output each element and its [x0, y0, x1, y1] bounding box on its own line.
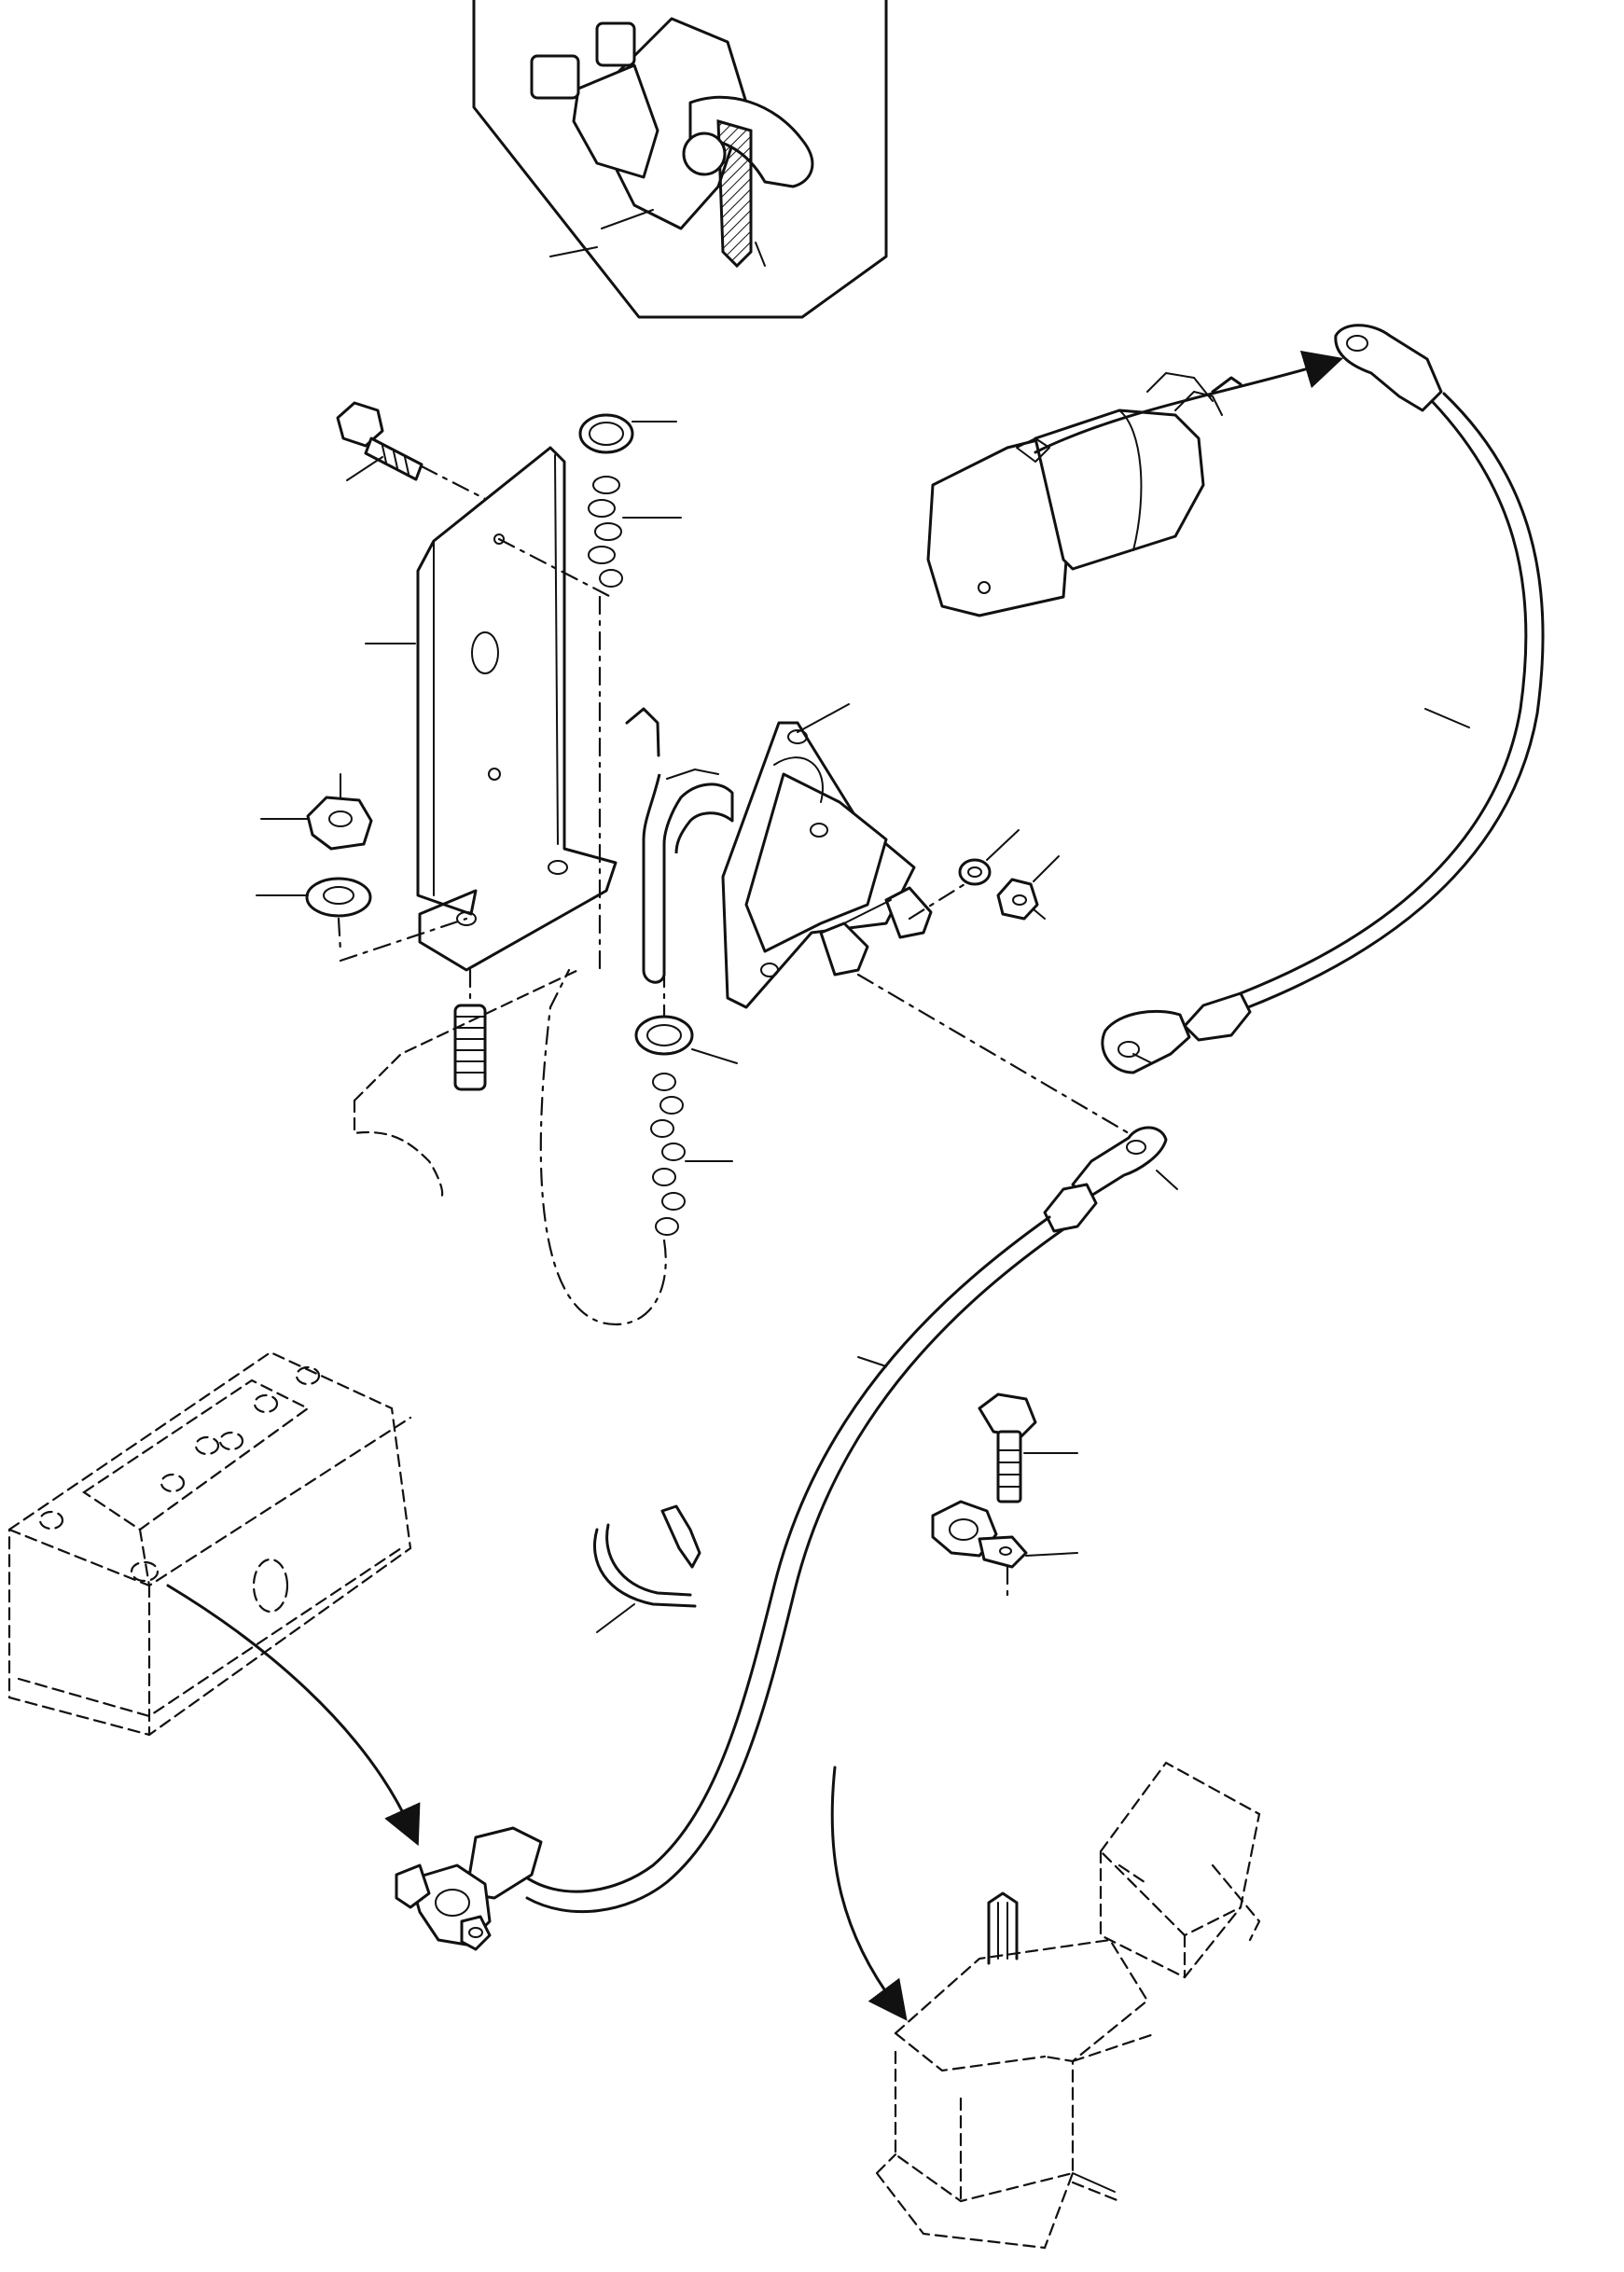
frame-mount — [353, 968, 580, 1200]
leader-line — [1072, 2172, 1116, 2193]
bolt-icon — [978, 1392, 1037, 1503]
center-line — [539, 968, 667, 1326]
washer-icon — [958, 858, 992, 886]
disconnect-switch-icon — [530, 17, 814, 269]
leader-line — [1132, 1053, 1153, 1064]
lower-chain — [539, 968, 733, 1326]
chain-icon — [588, 476, 623, 588]
leader-line — [346, 456, 383, 481]
cable-clip — [593, 1504, 701, 1633]
nut-icon — [306, 796, 373, 851]
mounting-bracket — [365, 446, 618, 972]
switch-lock-washer — [958, 829, 1020, 886]
ground-terminal — [931, 1500, 1078, 1601]
battery — [7, 1351, 421, 1847]
leader-line — [1025, 1552, 1078, 1557]
leader-line — [857, 1356, 887, 1367]
washer-icon — [305, 877, 372, 918]
leader-line — [1156, 1170, 1178, 1190]
bracket-icon — [416, 446, 618, 972]
frame-icon — [875, 1761, 1261, 2250]
bracket-bolt — [336, 401, 496, 506]
master-switch — [721, 703, 1131, 1135]
terminal-clamp — [395, 1826, 543, 1951]
frame-ground-point — [830, 1761, 1261, 2250]
switch-nut — [996, 855, 1060, 921]
leader-line — [1033, 908, 1046, 920]
battery-cable — [521, 1126, 1178, 1914]
lock-washer-left — [256, 877, 468, 963]
center-line — [337, 917, 342, 953]
ring-icon — [578, 413, 634, 454]
lower-retaining-ring — [634, 1015, 738, 1064]
bolt-icon — [336, 401, 423, 481]
stud-icon — [453, 1004, 487, 1091]
connection-arrow — [1034, 350, 1344, 454]
nut-icon — [996, 878, 1039, 921]
terminal-icon — [931, 1500, 1028, 1569]
upper-chain — [588, 476, 682, 972]
cable-icon — [1101, 324, 1545, 1074]
inset-frame — [472, 0, 888, 319]
ring-icon — [634, 1015, 694, 1056]
key-hook — [625, 707, 734, 1042]
leader-line — [596, 1603, 635, 1633]
center-line — [856, 973, 1131, 1135]
leader-line — [986, 829, 1020, 861]
cable-icon — [521, 1126, 1168, 1914]
center-line — [339, 917, 468, 963]
starter-motor-icon — [926, 372, 1242, 617]
center-line — [420, 464, 496, 506]
center-line — [497, 537, 613, 599]
hex-nut-left — [260, 773, 373, 851]
switch-icon — [721, 721, 933, 1009]
clip-icon — [593, 1504, 701, 1608]
starter-cable — [1101, 324, 1545, 1074]
disconnect-switch-inset — [472, 0, 888, 319]
hook-icon — [625, 707, 734, 984]
chain-icon — [650, 1073, 686, 1236]
upper-retaining-ring — [578, 413, 677, 454]
connection-arrow — [830, 1766, 908, 2021]
clamp-icon — [395, 1826, 543, 1951]
leader-line — [797, 703, 850, 733]
ground-bolt — [978, 1392, 1078, 1503]
leader-line — [691, 1048, 738, 1064]
connection-arrow — [166, 1584, 421, 1847]
stud — [453, 968, 487, 1091]
battery-icon — [7, 1351, 412, 1737]
leader-line — [1033, 855, 1060, 882]
frame-outline — [353, 968, 580, 1102]
leader-line — [1424, 708, 1470, 728]
starter-motor — [926, 350, 1344, 617]
